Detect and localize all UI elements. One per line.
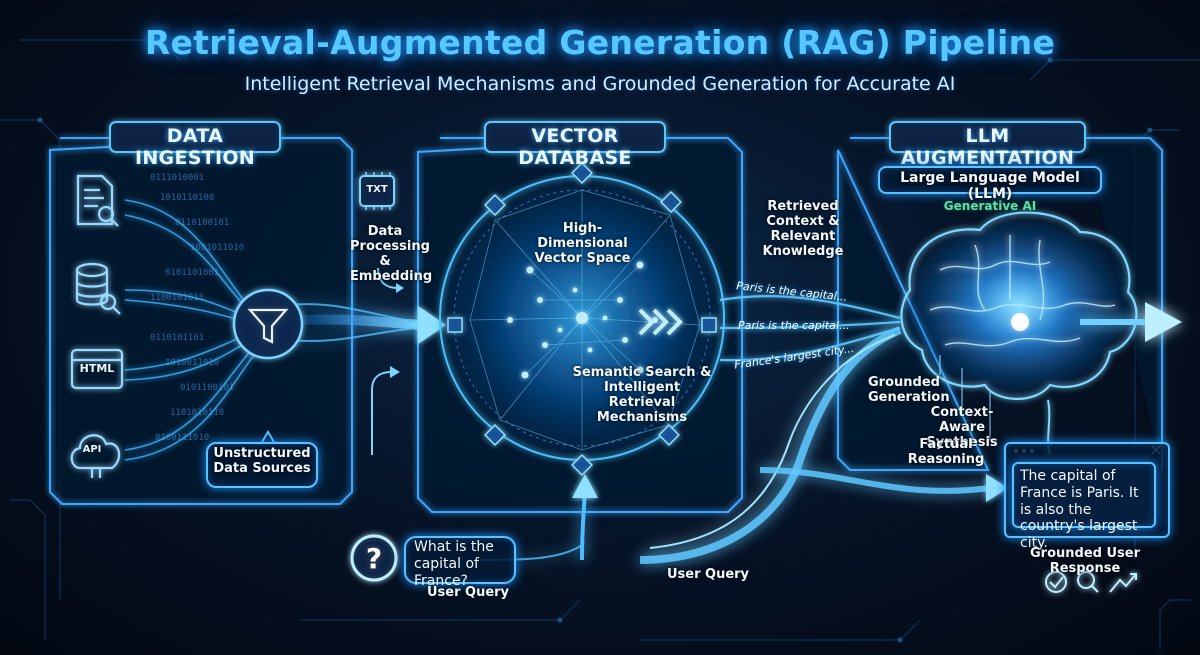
svg-text:0101101001: 0101101001 <box>165 268 219 278</box>
brain-icon <box>900 211 1138 456</box>
llm-output-flow <box>1080 302 1182 342</box>
query-up-arrow-line <box>371 371 393 455</box>
unstructured-pointer <box>261 430 275 443</box>
api-cloud-icon <box>70 434 121 478</box>
document-search-icon <box>76 174 119 227</box>
page-subtitle: Intelligent Retrieval Mechanisms and Gro… <box>244 73 956 95</box>
llm-title-tab <box>889 121 1086 153</box>
ingestion-panel-frame <box>49 137 353 505</box>
vector-title: VECTOR DATABASE <box>518 125 632 169</box>
user-query-label-left: User Query <box>426 585 510 600</box>
snippet-2: Paris is the capital... <box>738 319 850 332</box>
ingestion-title-tab <box>109 121 281 153</box>
processing-arrow <box>377 267 399 289</box>
trend-up-icon <box>1109 573 1137 593</box>
api-label: API <box>82 444 102 455</box>
response-label: Grounded User Response <box>1030 546 1140 576</box>
funnel-icon <box>232 288 304 360</box>
factual-reasoning-label: Factual Reasoning <box>907 437 985 467</box>
svg-text:1001011010: 1001011010 <box>190 243 244 253</box>
llm-title: LLM AUGMENTATION <box>900 125 1075 169</box>
svg-text:1100101011: 1100101011 <box>150 293 204 303</box>
vector-space-label: High-Dimensional Vector Space <box>534 221 631 266</box>
unstructured-callout <box>206 442 318 488</box>
retrieval-strands <box>719 294 901 362</box>
html-icon <box>70 348 124 390</box>
check-circle-icon <box>1045 571 1067 593</box>
question-icon: ? <box>350 534 398 582</box>
vector-title-tab <box>484 121 666 153</box>
llm-model-box <box>878 166 1102 194</box>
processing-label: Data Processing & Embedding <box>350 224 433 284</box>
user-query-label-center: User Query <box>666 567 750 582</box>
svg-text:1010011010: 1010011010 <box>165 358 219 368</box>
generative-ai-label: Generative AI <box>943 199 1037 213</box>
svg-text:?: ? <box>366 542 382 575</box>
unstructured-label: Unstructured Data Sources <box>213 446 311 476</box>
svg-text:0111010001: 0111010001 <box>150 173 204 183</box>
svg-text:0100111010: 0100111010 <box>155 433 209 443</box>
grounded-generation-label: Grounded Generation <box>868 375 950 405</box>
txt-chip-icon <box>359 172 395 210</box>
retrieved-context-label: Retrieved Context & Relevant Knowledge <box>762 199 844 259</box>
response-text: The capital of France is Paris. It is al… <box>1020 468 1139 552</box>
database-search-icon <box>75 262 121 315</box>
llm-panel-frame <box>837 137 1163 471</box>
ingestion-to-vector-flow <box>289 303 421 342</box>
response-bubble <box>1012 462 1156 528</box>
svg-text:0110101101: 0110101101 <box>150 333 204 343</box>
svg-text:1010110100: 1010110100 <box>160 193 214 203</box>
txt-label: TXT <box>366 184 388 195</box>
response-arrow <box>986 474 1008 502</box>
ingestion-title: DATA INGESTION <box>134 125 255 169</box>
llm-model-label: Large Language Model (LLM) <box>900 170 1080 203</box>
magnifier-icon <box>1077 571 1099 593</box>
svg-text:0101100101: 0101100101 <box>180 383 234 393</box>
page-title: Retrieval-Augmented Generation (RAG) Pip… <box>144 23 1056 62</box>
vector-sphere <box>439 162 725 476</box>
query-text: What is the capital of France? <box>414 539 494 589</box>
context-aware-label: Context-Aware Synthesis <box>926 405 998 450</box>
svg-text:0110100101: 0110100101 <box>175 218 229 228</box>
semantic-search-label: Semantic Search & Intelligent Retrieval … <box>572 365 712 425</box>
flow-arrow-1 <box>418 306 446 344</box>
svg-text:1101010110: 1101010110 <box>170 408 224 418</box>
html-label: HTML <box>79 362 115 375</box>
query-bubble <box>404 536 516 584</box>
query-arrow-up <box>572 474 598 498</box>
binary-stream: 0111010001 1010110100 0110100101 100101101… <box>150 173 244 443</box>
